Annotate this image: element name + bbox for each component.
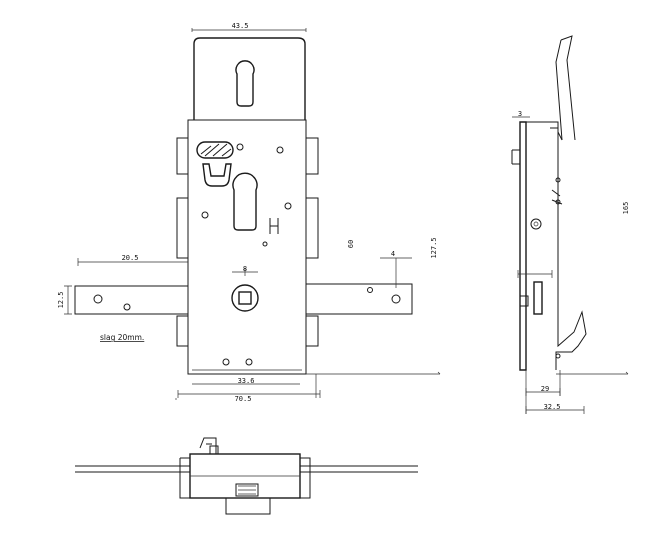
spindle-square — [238, 291, 252, 305]
dim-line-70-5 — [177, 390, 321, 398]
dim-label-70-5: 70.5 — [235, 395, 252, 403]
side-dim-ext — [525, 370, 561, 414]
left-bar-hole-2 — [123, 303, 131, 311]
side-screw-3 — [555, 353, 561, 359]
side-plate-front — [519, 121, 527, 371]
side-bolt-window — [533, 281, 543, 315]
side-top-clip — [555, 35, 576, 141]
top-latch-box — [209, 445, 219, 455]
side-latch-stub — [511, 149, 520, 165]
dim-label-165: 165 — [622, 202, 630, 215]
right-bar-hole-2 — [391, 294, 401, 304]
dim-label-33-6: 33.6 — [238, 377, 255, 385]
top-right-bar — [300, 465, 418, 473]
side-dim-line-bolt — [517, 270, 553, 278]
right-middle-tab — [305, 197, 319, 259]
latch-hook — [202, 163, 232, 187]
top-view — [75, 437, 418, 515]
side-bolt-tab — [520, 295, 529, 307]
bottom-right-screw — [245, 358, 253, 366]
middle-left-screw — [201, 211, 209, 219]
top-spindle-housing — [225, 498, 271, 515]
left-bolt-bar — [74, 285, 191, 315]
h-marker — [269, 218, 279, 234]
upper-screw — [236, 143, 244, 151]
right-bolt-bar — [304, 283, 413, 315]
middle-right-screw — [284, 202, 292, 210]
side-cylinder-center — [533, 221, 539, 227]
slag-note: slag 20mm. — [100, 333, 144, 342]
dim-label-12-5: 12.5 — [57, 292, 65, 309]
top-left-bar — [75, 465, 190, 473]
right-lower-tab — [305, 315, 319, 347]
left-upper-tab — [176, 137, 190, 175]
side-inner-details — [550, 127, 563, 205]
side-baseline — [556, 371, 629, 375]
side-upper-notch — [557, 131, 563, 141]
dim-label-60: 60 — [347, 240, 355, 248]
spindle-hub-outer — [231, 284, 259, 312]
baseline-right — [306, 371, 441, 375]
dim-line-20-5 — [77, 258, 188, 266]
upper-slot-hatch — [200, 143, 232, 157]
upper-slot — [196, 141, 234, 159]
right-bar-hole-1 — [367, 287, 373, 293]
dim-line-43-5 — [191, 28, 307, 32]
dim-label-43-5: 43.5 — [232, 22, 249, 30]
dim-label-4: 4 — [391, 250, 395, 258]
left-lower-tab — [176, 315, 190, 347]
dim-line-8 — [380, 257, 412, 288]
spindle-dim-line — [232, 268, 258, 276]
top-plate-outline — [193, 37, 306, 122]
dim-label-8: 8 — [243, 265, 247, 273]
dim-label-127-5: 127.5 — [430, 237, 438, 258]
cylinder-cutout — [232, 172, 258, 231]
dim-line-12-5 — [64, 285, 72, 315]
right-upper-tab — [305, 137, 319, 175]
dim-label-32-5: 32.5 — [544, 403, 561, 411]
bottom-left-screw — [222, 358, 230, 366]
dim-label-29: 29 — [541, 385, 549, 393]
top-cylinder-cutout — [235, 60, 255, 107]
upper-right-screw — [276, 146, 284, 154]
dim-label-3: 3 — [518, 110, 522, 118]
top-spindle-hatch — [238, 485, 256, 495]
side-cylinder-hole — [530, 218, 542, 230]
side-body-outline — [526, 121, 587, 370]
side-view: 3 165 29 32.5 — [511, 35, 630, 414]
side-screw-2 — [555, 199, 561, 205]
dim-label-20-5: 20.5 — [122, 254, 139, 262]
lock-body — [187, 119, 307, 375]
side-screw-1 — [555, 177, 561, 183]
top-side-tabs — [179, 457, 311, 499]
top-spindle-block — [235, 483, 259, 497]
front-view: 43.5 20.5 12.5 8 4 60 127.5 33.6 70.5 sl… — [57, 22, 441, 403]
left-middle-tab — [176, 197, 190, 259]
small-pivot — [262, 241, 268, 247]
left-bar-hole-1 — [93, 294, 103, 304]
